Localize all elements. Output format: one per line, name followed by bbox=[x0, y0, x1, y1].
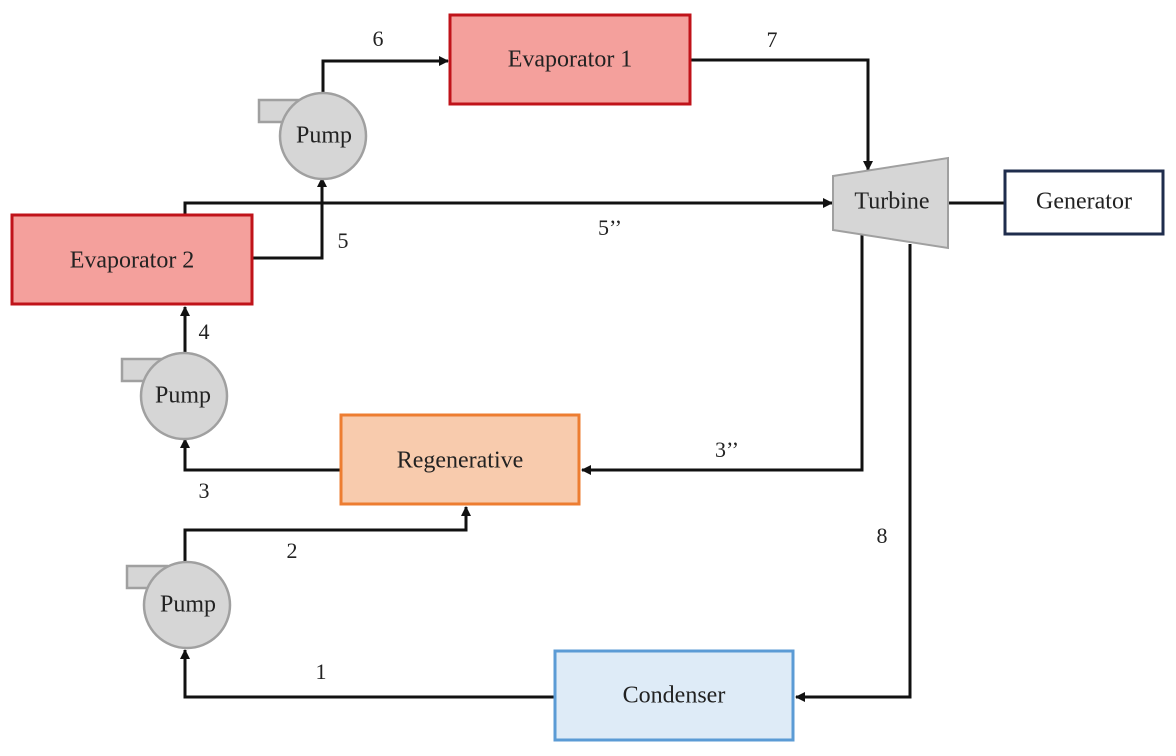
regenerative-box bbox=[339, 413, 581, 506]
flow-line-3 bbox=[180, 438, 341, 472]
state-label-5: 5 bbox=[338, 228, 349, 253]
evaporator-2: Evaporator 2 bbox=[10, 213, 254, 306]
state-label-7: 7 bbox=[767, 27, 778, 52]
flow-line-6 bbox=[321, 56, 449, 95]
generator-box bbox=[1003, 169, 1165, 236]
pump-top-body bbox=[278, 91, 368, 181]
condenser-box bbox=[553, 649, 795, 742]
turbine-label: Turbine bbox=[854, 189, 929, 215]
generator-label: Generator bbox=[1036, 189, 1132, 215]
pump-bottom-body bbox=[142, 560, 232, 650]
pump-bottom: Pump bbox=[125, 560, 232, 650]
regenerative-label: Regenerative bbox=[397, 448, 524, 474]
pump-top-label: Pump bbox=[296, 123, 352, 149]
state-label-8: 8 bbox=[877, 523, 888, 548]
state-label-2: 2 bbox=[287, 538, 298, 563]
pump-bottom-label: Pump bbox=[160, 592, 216, 618]
flow-line-2 bbox=[183, 506, 471, 564]
turbine-shape bbox=[832, 156, 949, 250]
flow-line-7 bbox=[690, 58, 873, 171]
state-label-3pp: 3’’ bbox=[715, 437, 739, 462]
flow-line-5pp bbox=[183, 198, 833, 215]
state-label-5pp: 5’’ bbox=[598, 215, 622, 240]
pump-middle-body bbox=[139, 351, 229, 441]
pump-middle: Pump bbox=[120, 351, 229, 441]
evaporator-2-box bbox=[10, 213, 254, 306]
turbine: Turbine bbox=[832, 156, 949, 250]
pump-middle-label: Pump bbox=[155, 383, 211, 409]
regenerative: Regenerative bbox=[339, 413, 581, 506]
condenser: Condenser bbox=[553, 649, 795, 742]
pump-top: Pump bbox=[257, 91, 368, 181]
flow-line-1 bbox=[180, 649, 554, 699]
flow-line-8 bbox=[795, 244, 912, 702]
evaporator-1: Evaporator 1 bbox=[448, 13, 692, 106]
state-label-6: 6 bbox=[373, 26, 384, 51]
evaporator-1-label: Evaporator 1 bbox=[508, 47, 633, 73]
state-label-1: 1 bbox=[316, 659, 327, 684]
evaporator-2-label: Evaporator 2 bbox=[70, 248, 195, 274]
evaporator-1-box bbox=[448, 13, 692, 106]
generator: Generator bbox=[1003, 169, 1165, 236]
state-label-4: 4 bbox=[199, 319, 210, 344]
state-label-3: 3 bbox=[199, 478, 210, 503]
flow-line-5 bbox=[252, 177, 327, 260]
condenser-label: Condenser bbox=[623, 683, 726, 709]
flow-line-3pp bbox=[581, 232, 864, 475]
